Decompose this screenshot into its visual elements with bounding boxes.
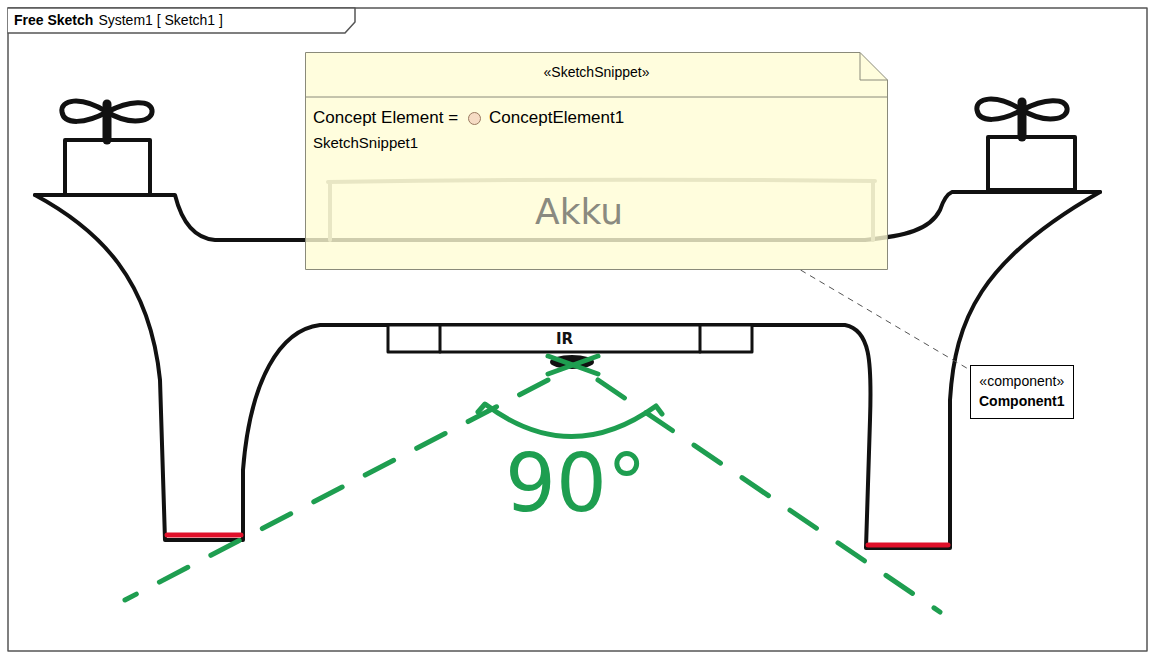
property-text: Concept Element =	[313, 108, 458, 128]
foot-marker	[868, 543, 948, 548]
component-name: Component1	[979, 391, 1065, 411]
concept-icon	[468, 112, 481, 125]
stereotype-label: «SketchSnippet»	[544, 64, 650, 80]
sketch-snippet-note: «SketchSnippet» Concept Element = ConceptE…	[305, 52, 888, 270]
sketch-label: IR	[556, 331, 573, 348]
note-shape	[306, 53, 888, 270]
fov-cross	[548, 356, 598, 374]
motor-box	[988, 137, 1075, 190]
note-row: SketchSnippet1	[313, 134, 418, 151]
frame-name: System1 [ Sketch1 ]	[98, 13, 223, 28]
propeller-shaft	[103, 104, 112, 140]
sensor-box	[388, 325, 752, 352]
stereotype-label: «component»	[979, 371, 1065, 391]
fov-line	[125, 380, 548, 600]
property-text: SketchSnippet1	[313, 134, 418, 151]
note-separator	[305, 97, 888, 98]
sensor-divider	[699, 325, 702, 352]
foot-marker	[167, 533, 241, 538]
propeller-shaft	[1018, 102, 1027, 137]
fov-line	[598, 380, 940, 612]
sketch-label: Akku	[535, 192, 623, 232]
note-outline	[305, 52, 888, 270]
frame-title: Free Sketch	[14, 13, 93, 28]
motor-box	[65, 140, 150, 195]
property-text: ConceptElement1	[489, 108, 624, 128]
component-box: «component»Component1	[970, 365, 1074, 419]
note-row: Concept Element = ConceptElement1	[313, 108, 624, 128]
frame-tab	[8, 8, 355, 33]
note-fold	[860, 53, 888, 81]
angle-arc	[478, 404, 662, 437]
sensor-divider	[439, 325, 442, 352]
frame-border	[8, 8, 1147, 651]
angle-dimension: 90°	[505, 440, 647, 528]
fov-cross	[548, 356, 598, 374]
note-row: «SketchSnippet»	[305, 64, 888, 80]
dependency-line	[801, 270, 970, 370]
